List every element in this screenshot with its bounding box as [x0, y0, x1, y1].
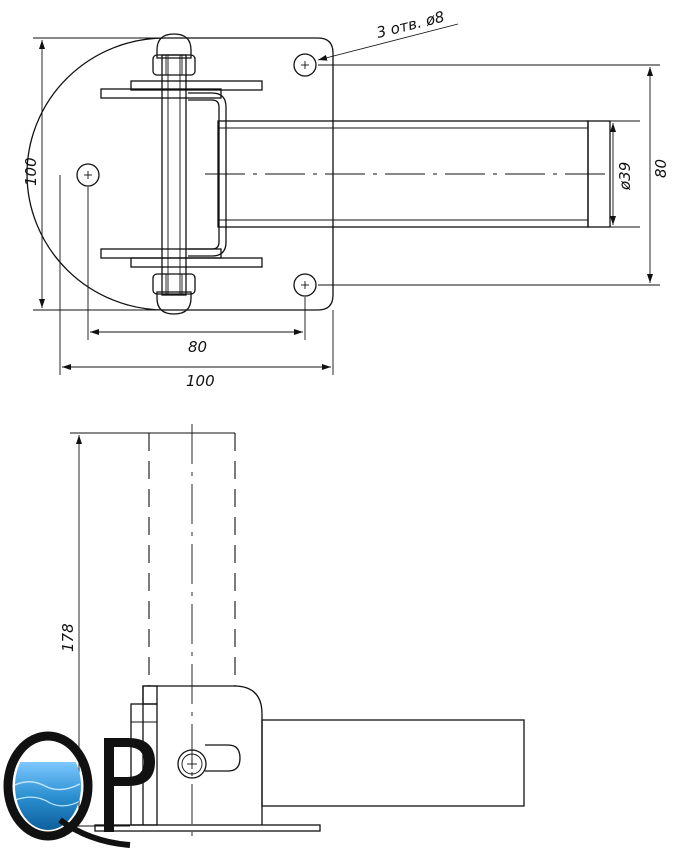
side-tube — [261, 719, 525, 807]
bottom-bolt-head — [156, 291, 192, 315]
hole-left — [76, 163, 100, 187]
qp-logo — [3, 731, 155, 848]
hole-top-right — [293, 53, 317, 77]
side-bolt-head — [177, 749, 207, 779]
holes-leader — [317, 23, 459, 61]
adjust-slot — [205, 744, 241, 772]
dim-holes-horizontal: 80 — [188, 338, 207, 356]
side-view: 178 — [59, 424, 525, 840]
bottom-nut — [152, 273, 196, 295]
dim-width-bottom: 100 — [186, 372, 215, 390]
u-clamp — [188, 92, 227, 257]
hole-bottom-right — [293, 273, 317, 297]
dim-height-left: 100 — [22, 157, 40, 186]
top-view: 3 отв. ø8 100 ø39 80 80 100 — [22, 8, 670, 390]
base-plate-outline — [26, 37, 334, 311]
side-bracket — [142, 685, 263, 825]
top-nut — [152, 54, 196, 76]
holes-note: 3 отв. ø8 — [375, 8, 447, 42]
dim-tube-diameter: ø39 — [616, 162, 634, 191]
top-bolt-head — [156, 33, 192, 59]
logo-water — [15, 762, 81, 830]
logo-letter-p — [104, 738, 155, 832]
side-base-plate — [94, 824, 321, 832]
dim-height: 178 — [59, 623, 77, 652]
bolt-shaft — [161, 54, 187, 296]
dim-holes-vertical: 80 — [652, 159, 670, 178]
